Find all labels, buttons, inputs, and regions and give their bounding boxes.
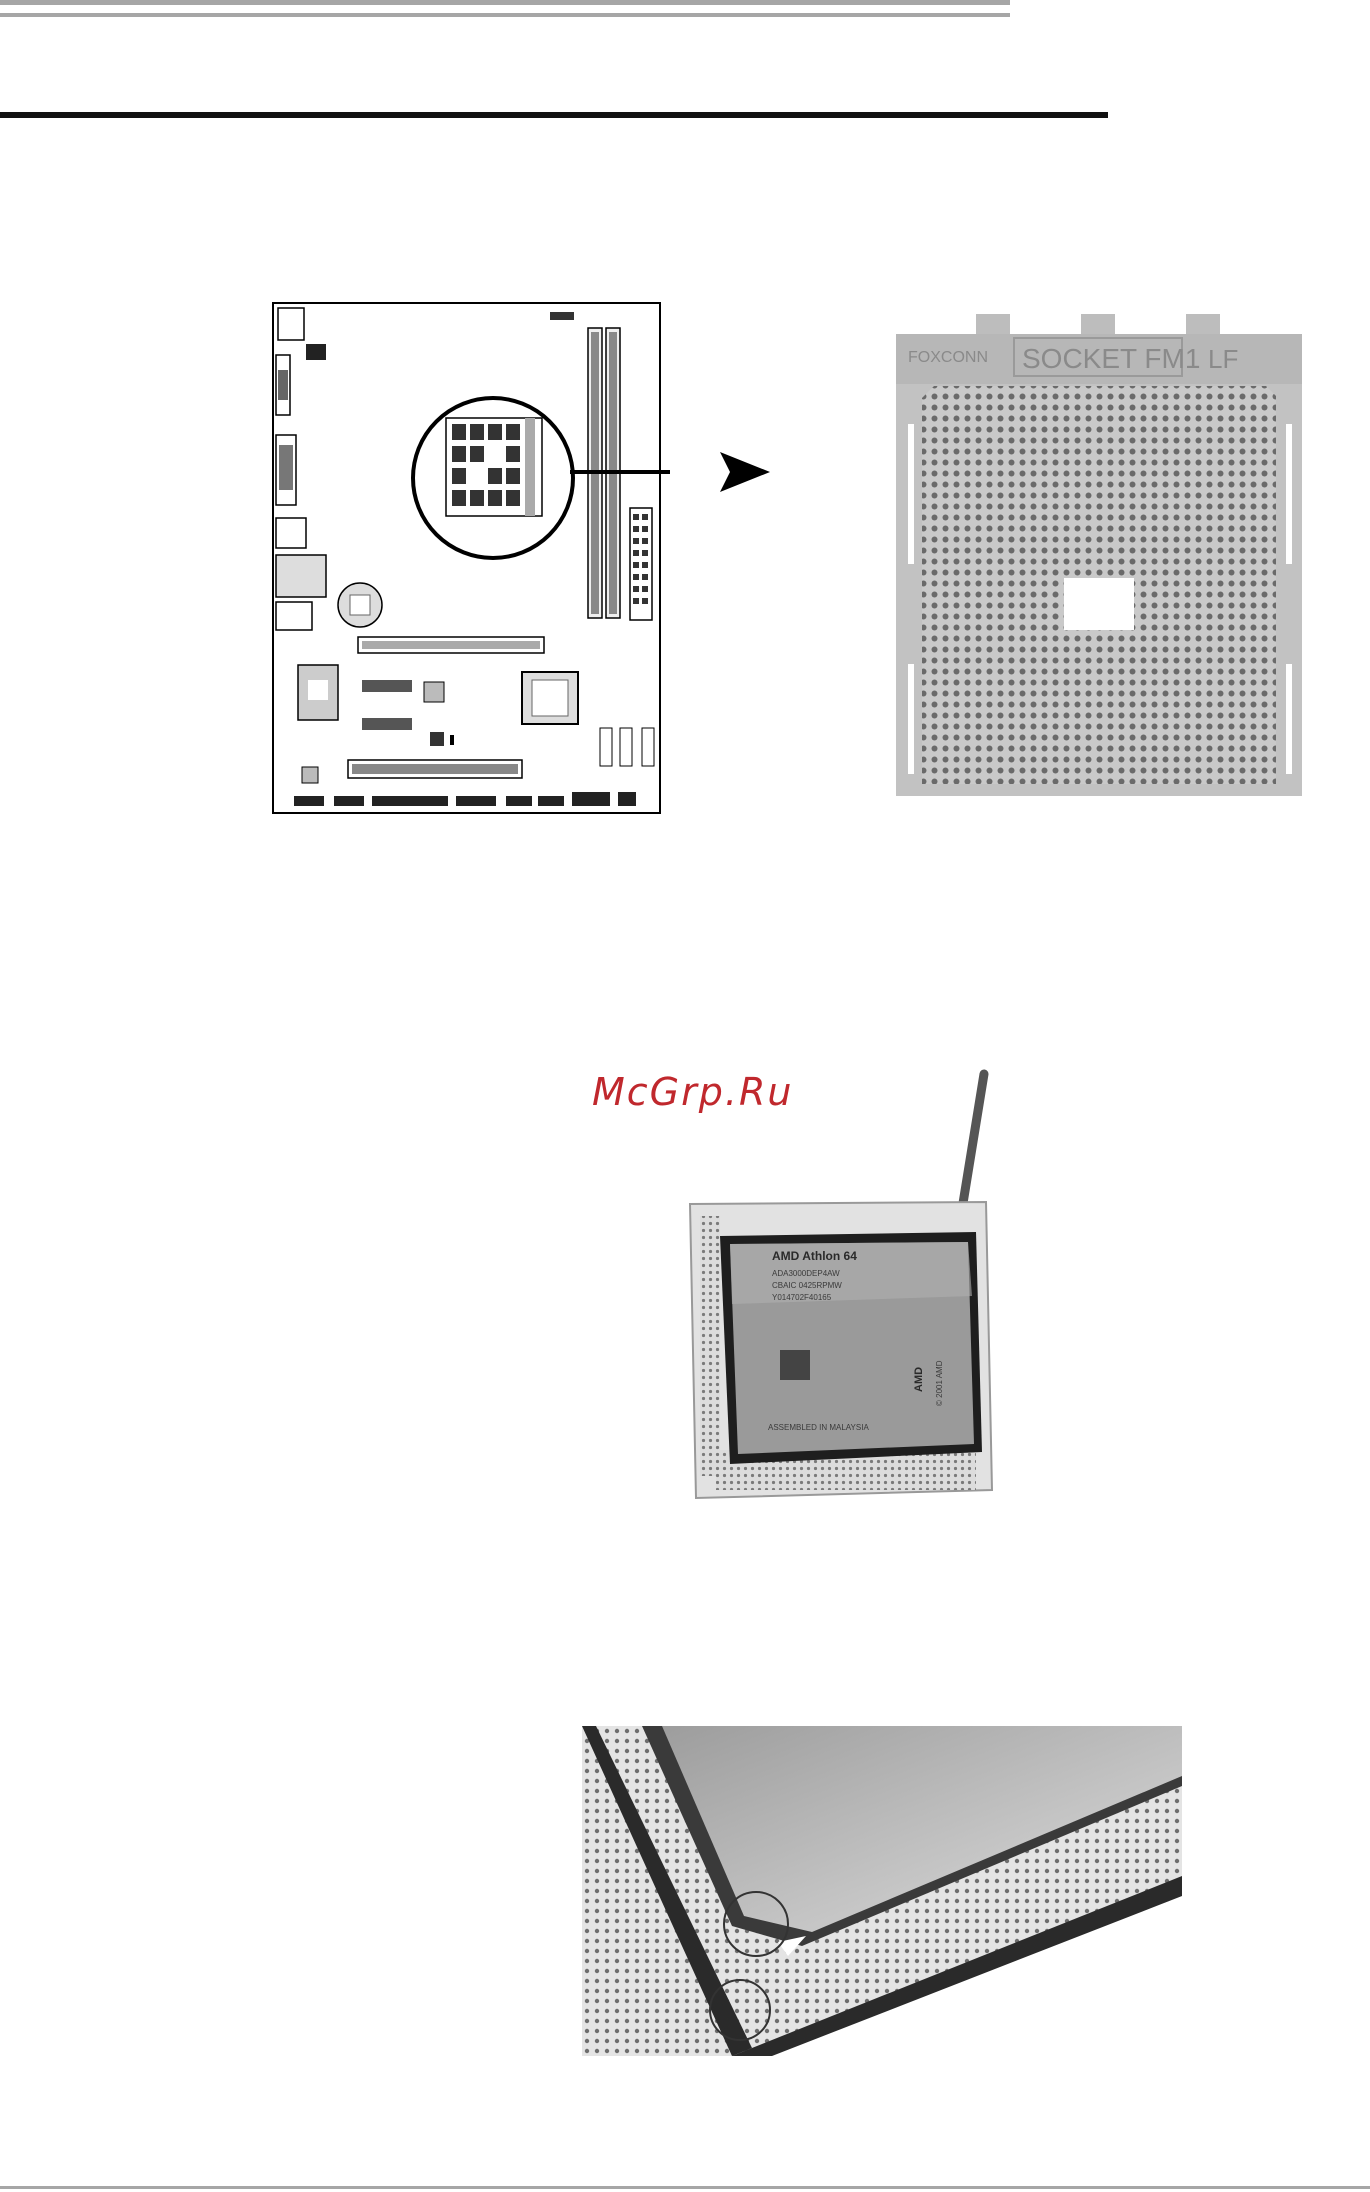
cpu-line4: Y014702F40165 [772, 1293, 832, 1302]
cpu-assembly-text: ASSEMBLED IN MALAYSIA [768, 1423, 869, 1432]
cpu-in-socket-photo: AMD Athlon 64 ADA3000DEP4AW CBAIC 0425RP… [686, 1066, 1006, 1506]
header-rule-gray-2 [0, 13, 1010, 17]
header-rule-black [0, 112, 1108, 118]
arrow-right-icon [720, 448, 770, 496]
footer-rule-gray [0, 2186, 1370, 2189]
socket-model-label: SOCKET FM1 [1022, 343, 1200, 374]
socket-fm1-photo: FOXCONN SOCKET FM1 LF [896, 314, 1302, 796]
socket-corner-closeup-photo [582, 1726, 1182, 2056]
motherboard-diagram [270, 300, 670, 820]
socket-brand-label: FOXCONN [908, 349, 988, 366]
cpu-line1: AMD Athlon 64 [772, 1249, 857, 1263]
socket-code-label: LF [1208, 344, 1238, 374]
cpu-line2: ADA3000DEP4AW [772, 1269, 840, 1278]
cpu-copyright-side: © 2001 AMD [935, 1360, 944, 1406]
cpu-brand-side: AMD [913, 1367, 925, 1392]
cpu-line3: CBAIC 0425RPMW [772, 1281, 842, 1290]
header-rule-gray-1 [0, 0, 1010, 5]
